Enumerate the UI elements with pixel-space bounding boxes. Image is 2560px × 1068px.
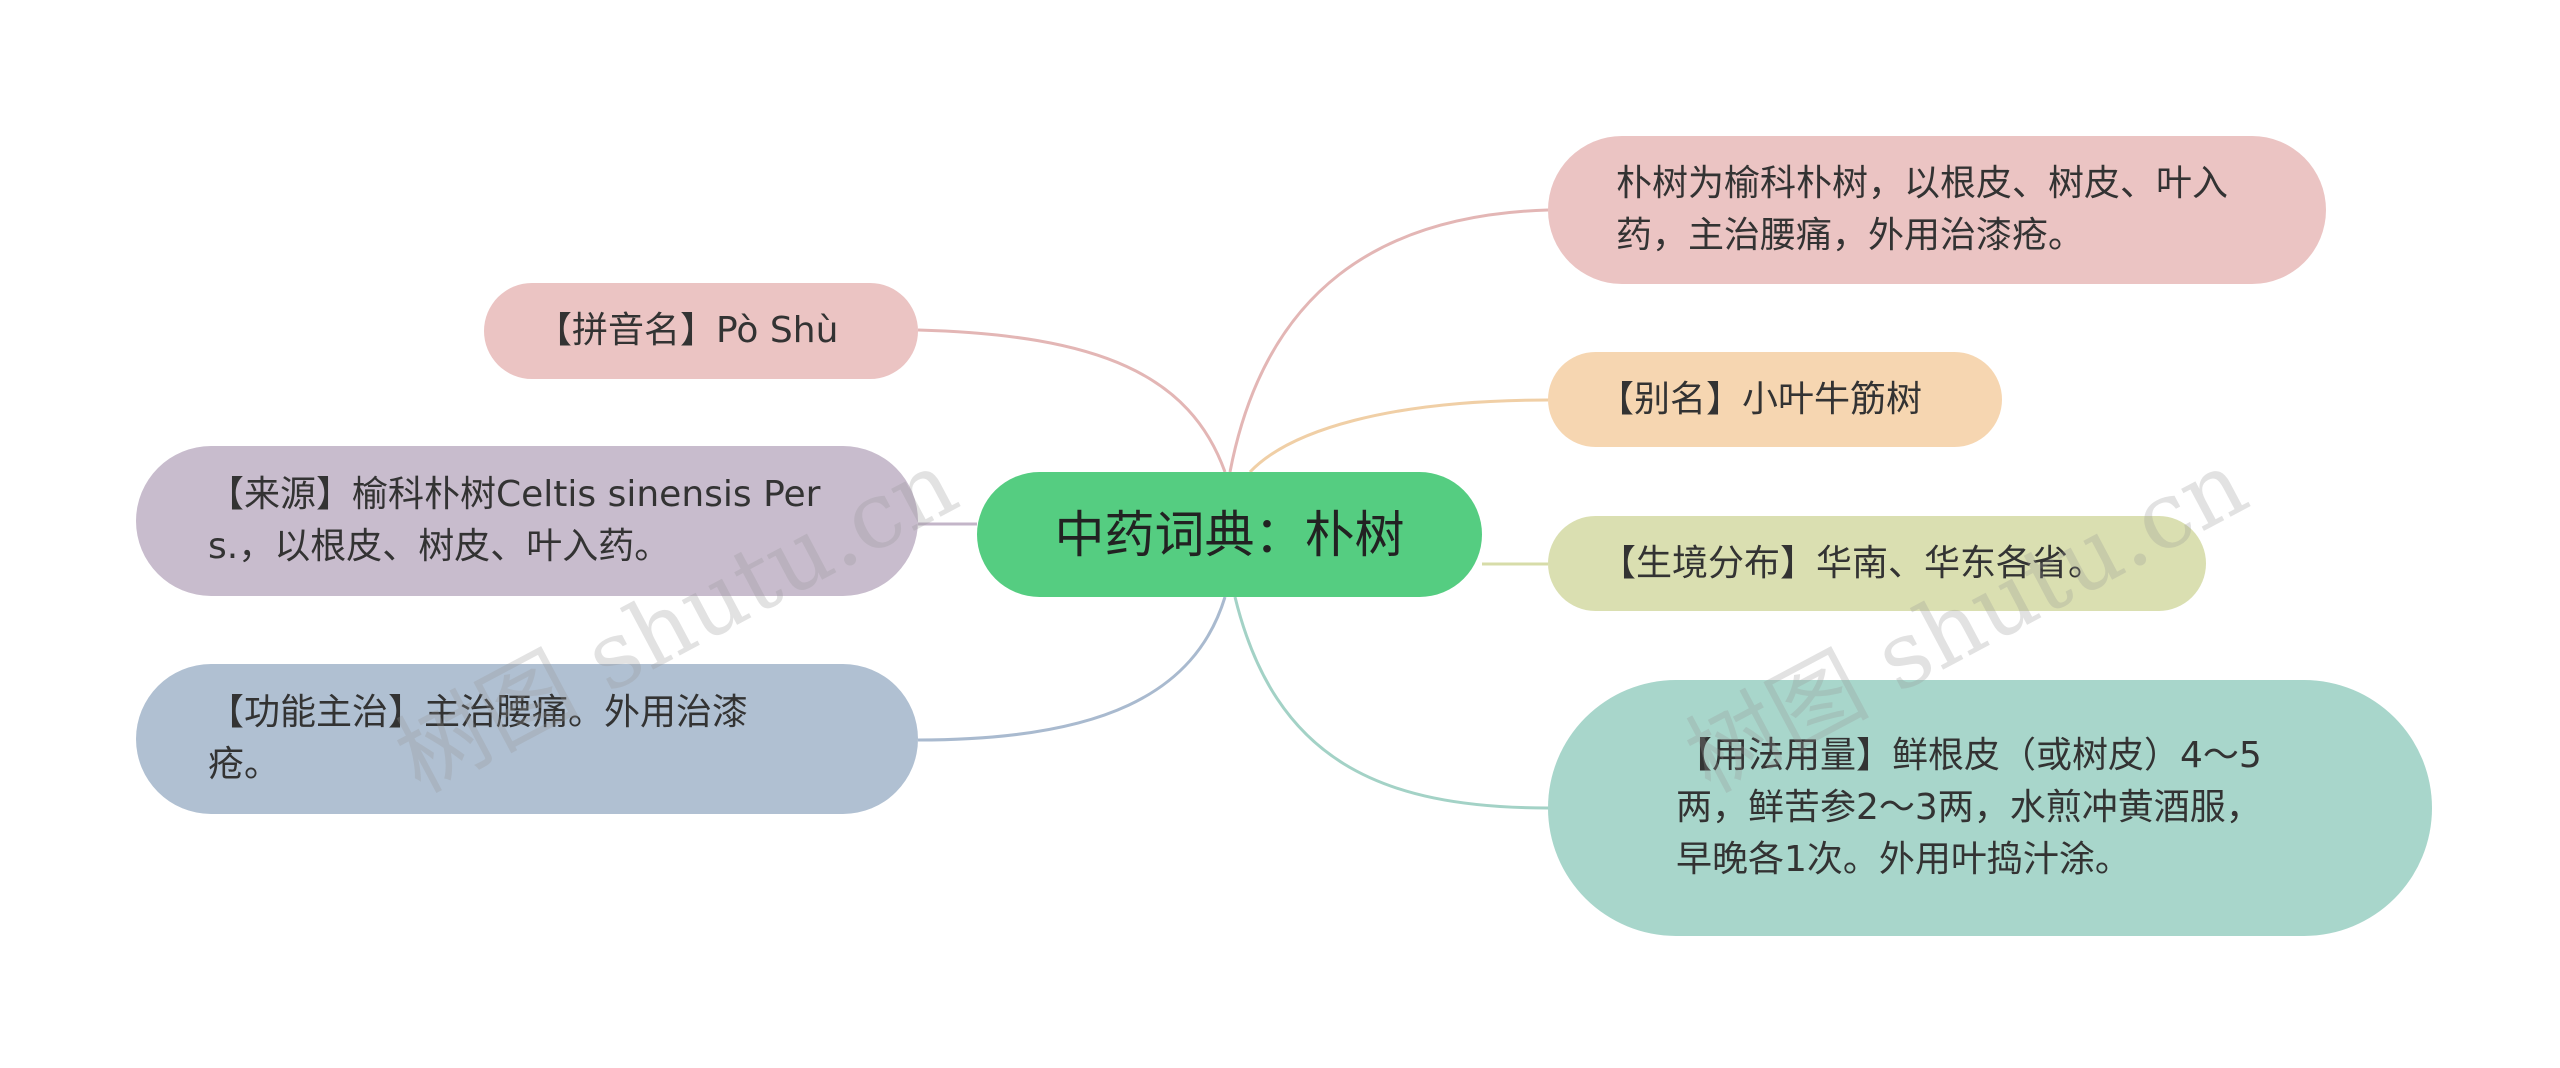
connector-alias	[1248, 398, 1549, 474]
branch-source-label: 【来源】榆科朴树Celtis sinensis Pers.，以根皮、树皮、叶入药…	[208, 474, 821, 567]
branch-pinyin[interactable]: 【拼音名】Pò Shù	[484, 283, 918, 379]
center-topic[interactable]: 中药词典：朴树	[977, 472, 1482, 597]
branch-summary[interactable]: 朴树为榆科朴树，以根皮、树皮、叶入药，主治腰痛，外用治漆疮。	[1548, 136, 2326, 284]
branch-habitat[interactable]: 【生境分布】华南、华东各省。	[1548, 516, 2206, 611]
branch-alias-label: 【别名】小叶牛筋树	[1598, 378, 1923, 420]
connector-usage	[1233, 596, 1549, 810]
branch-habitat-label: 【生境分布】华南、华东各省。	[1600, 542, 2105, 584]
center-topic-label: 中药词典：朴树	[1054, 505, 1405, 564]
branch-usage-label: 【用法用量】鲜根皮（或树皮）4～5两，鲜苦参2～3两，水煎冲黄酒服，早晚各1次。…	[1676, 735, 2262, 880]
branch-usage[interactable]: 【用法用量】鲜根皮（或树皮）4～5两，鲜苦参2～3两，水煎冲黄酒服，早晚各1次。…	[1548, 680, 2432, 936]
connector-summary	[1228, 208, 1549, 473]
branch-function[interactable]: 【功能主治】主治腰痛。外用治漆疮。	[136, 664, 918, 814]
branch-function-label: 【功能主治】主治腰痛。外用治漆疮。	[208, 692, 749, 785]
branch-summary-label: 朴树为榆科朴树，以根皮、树皮、叶入药，主治腰痛，外用治漆疮。	[1616, 163, 2229, 256]
connector-function	[917, 596, 1227, 742]
connector-pinyin	[917, 328, 1227, 473]
branch-alias[interactable]: 【别名】小叶牛筋树	[1548, 352, 2002, 447]
branch-pinyin-label: 【拼音名】Pò Shù	[536, 310, 839, 351]
branch-source[interactable]: 【来源】榆科朴树Celtis sinensis Pers.，以根皮、树皮、叶入药…	[136, 446, 918, 596]
